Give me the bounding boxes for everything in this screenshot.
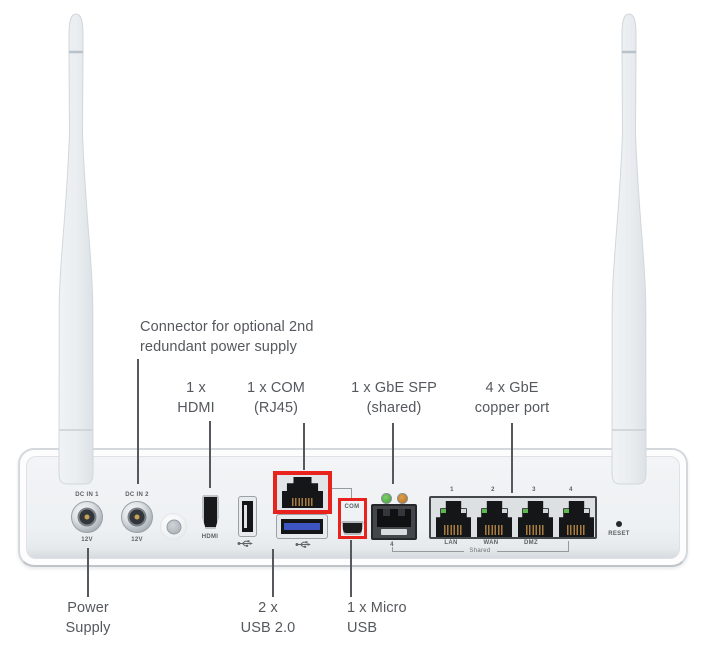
ground-screw <box>160 513 187 540</box>
shared-label: Shared <box>469 548 491 554</box>
micro-usb-port <box>341 521 364 535</box>
leader-line-com <box>303 423 305 470</box>
com-rj45-port <box>282 477 323 508</box>
usb-port-vertical <box>238 496 257 537</box>
port-label-com: COM <box>344 504 360 510</box>
sfp-port <box>371 504 417 540</box>
leader-line-copper <box>511 423 513 493</box>
ethernet-port-4 <box>559 501 594 537</box>
callout-power-supply: Power Supply <box>65 600 111 636</box>
highlight-box-com-rj45 <box>273 471 332 514</box>
shared-bracket <box>392 547 393 552</box>
callout-redundant-power: Connector for optional 2nd redundant pow… <box>140 319 314 355</box>
leader-line-sfp <box>392 423 394 484</box>
port-label-hdmi: HDMI <box>201 534 219 540</box>
dc-in-2-port <box>121 501 153 533</box>
ethernet-port-block <box>429 496 597 539</box>
ethernet-port-1 <box>436 501 471 537</box>
leader-line-power-supply <box>87 548 89 597</box>
usb-icon <box>237 540 253 547</box>
leader-line-hdmi <box>209 421 211 488</box>
callout-com: 1 x COM (RJ45) <box>247 380 305 416</box>
port-number-3: 3 <box>532 487 536 493</box>
com-connector-line <box>332 488 352 489</box>
leader-line-micro-usb <box>350 540 352 597</box>
callout-hdmi: 1 x HDMI <box>177 380 215 416</box>
port-label-wan: WAN <box>483 540 499 546</box>
reset-button <box>616 521 622 527</box>
antenna-left <box>58 13 94 485</box>
port-number-2: 2 <box>491 487 495 493</box>
antenna-right <box>611 13 647 485</box>
callout-sfp: 1 x GbE SFP (shared) <box>351 380 437 416</box>
port-number-1: 1 <box>450 487 454 493</box>
shared-bracket <box>392 551 464 552</box>
port-label-reset: RESET <box>608 531 630 537</box>
port-label-dc-in-1: DC IN 1 <box>75 492 99 498</box>
port-label-lan: LAN <box>444 540 458 546</box>
sfp-led-amber <box>397 493 408 504</box>
dc-in-1-port <box>71 501 103 533</box>
usb-icon <box>295 541 311 548</box>
callout-usb2: 2 x USB 2.0 <box>240 600 296 636</box>
port-label-sfp-4: 4 <box>390 542 394 548</box>
ethernet-port-3 <box>518 501 553 537</box>
highlight-box-micro-usb <box>338 498 367 539</box>
leader-line-usb2 <box>272 549 274 597</box>
port-label-dc-in-2: DC IN 2 <box>125 492 149 498</box>
port-label-12v-2: 12V <box>131 537 143 543</box>
ethernet-port-2 <box>477 501 512 537</box>
shared-bracket <box>568 541 569 552</box>
port-number-4: 4 <box>569 487 573 493</box>
sfp-led-green <box>381 493 392 504</box>
shared-bracket <box>497 551 568 552</box>
callout-micro-usb: 1 x Micro USB <box>347 600 407 636</box>
port-label-12v-1: 12V <box>81 537 93 543</box>
leader-line-redundant-power <box>137 359 139 484</box>
usb-port-horizontal <box>276 514 328 539</box>
callout-copper: 4 x GbE copper port <box>474 380 550 416</box>
hdmi-port <box>202 495 219 529</box>
port-label-dmz: DMZ <box>524 540 538 546</box>
com-connector-line <box>351 488 352 498</box>
